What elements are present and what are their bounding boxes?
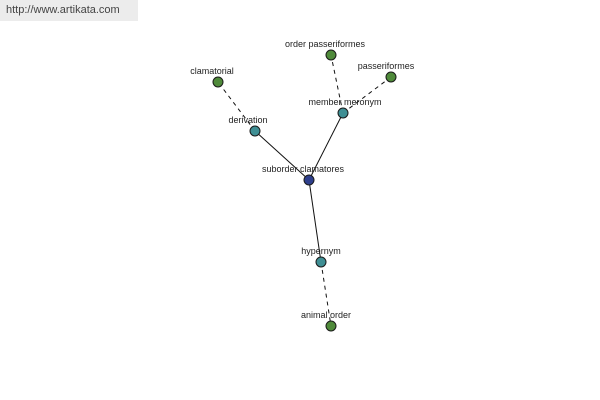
node-animal-order[interactable]: animal order — [301, 310, 351, 332]
node-marker-derivation[interactable] — [249, 125, 261, 137]
edge-member-meronym-to-order-passeriformes — [330, 54, 344, 114]
node-order-passeriformes[interactable]: order passeriformes — [285, 39, 366, 61]
node-label-clamatorial: clamatorial — [190, 66, 234, 76]
edge-member-meronym-to-passeriformes — [342, 76, 392, 114]
node-label-passeriformes: passeriformes — [358, 61, 415, 71]
edge-center-to-derivation — [254, 130, 310, 181]
watermark-url: http://www.artikata.com — [0, 0, 138, 21]
edge-hypernym-to-animal-order — [320, 261, 332, 327]
nodes-layer: suborder clamatores derivation clamatorial… — [190, 39, 415, 332]
node-label-order-passeriformes: order passeriformes — [285, 39, 366, 49]
node-marker-passeriformes[interactable] — [385, 71, 397, 83]
node-passeriformes[interactable]: passeriformes — [358, 61, 415, 83]
node-marker-member-meronym[interactable] — [337, 107, 349, 119]
node-label-member-meronym: member meronym — [308, 97, 381, 107]
node-label-center: suborder clamatores — [262, 164, 345, 174]
node-marker-hypernym[interactable] — [315, 256, 327, 268]
edges-layer — [217, 54, 392, 327]
node-marker-order-passeriformes[interactable] — [325, 49, 337, 61]
node-label-animal-order: animal order — [301, 310, 351, 320]
node-center[interactable]: suborder clamatores — [262, 164, 345, 186]
node-label-hypernym: hypernym — [301, 246, 341, 256]
edge-derivation-to-clamatorial — [217, 81, 256, 132]
node-hypernym[interactable]: hypernym — [301, 246, 341, 268]
node-label-derivation: derivation — [228, 115, 267, 125]
node-clamatorial[interactable]: clamatorial — [190, 66, 234, 88]
edge-center-to-hypernym — [308, 179, 322, 263]
edge-center-to-member-meronym — [308, 112, 344, 181]
node-member-meronym[interactable]: member meronym — [308, 97, 382, 119]
node-marker-clamatorial[interactable] — [212, 76, 224, 88]
node-derivation[interactable]: derivation — [228, 115, 268, 137]
node-marker-center[interactable] — [303, 174, 315, 186]
node-marker-animal-order[interactable] — [325, 320, 337, 332]
